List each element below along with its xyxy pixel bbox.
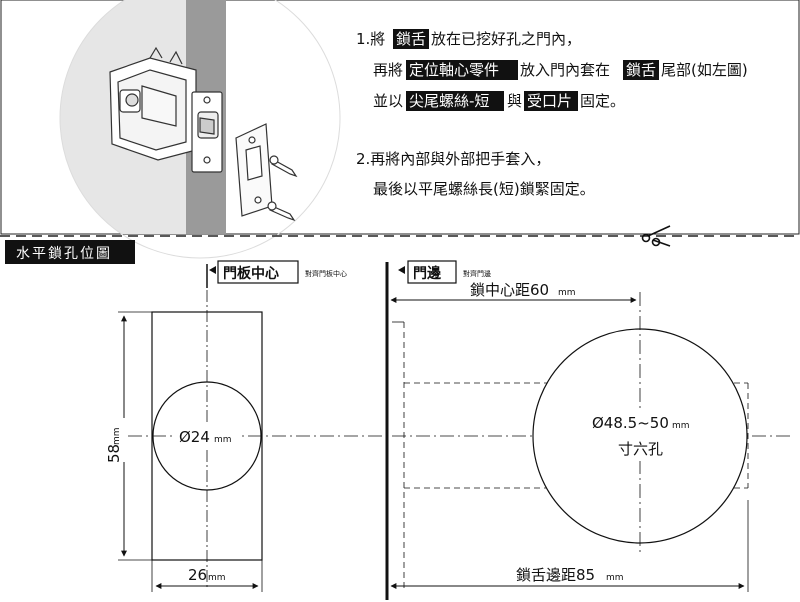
small-bore-label: Ø24 mm bbox=[176, 425, 240, 447]
width-value: 26 bbox=[188, 566, 207, 584]
legend-door-edge: 門邊 對齊門邊 bbox=[398, 260, 491, 284]
step1-line3-c: 與 bbox=[507, 92, 522, 110]
strike-plate-icon bbox=[235, 123, 273, 217]
step1-line2-e: 尾部(如左圖) bbox=[661, 61, 748, 79]
large-bore-value: Ø48.5~50 bbox=[592, 414, 669, 432]
instruction-panel-border bbox=[0, 0, 800, 235]
highlight-latch-2 bbox=[623, 60, 659, 80]
height-dimension: 58 mm bbox=[104, 311, 152, 561]
legend-door-edge-note: 對齊門邊 bbox=[463, 269, 491, 278]
latch-body-icon bbox=[109, 46, 197, 161]
step1-line3-a: 並以 bbox=[373, 92, 403, 110]
backset-85-unit: mm bbox=[606, 573, 624, 583]
large-bore-label: Ø48.5~50 mm 寸六孔 bbox=[588, 411, 696, 461]
screw-icon-2 bbox=[267, 201, 296, 222]
step2-line1: 2.再將內部與外部把手套入， bbox=[356, 150, 550, 168]
step1-line3-e: 固定。 bbox=[580, 92, 625, 110]
highlight-spindle-part bbox=[406, 60, 518, 80]
large-bore-unit: mm bbox=[672, 421, 690, 431]
legend-door-center-note: 對齊門板中心 bbox=[305, 269, 347, 278]
backset-60-dimension: 鎖中心距60 mm bbox=[390, 281, 637, 303]
step1-line3-b: 尖尾螺絲-短 bbox=[409, 92, 489, 110]
step2-line2: 最後以平尾螺絲長(短)鎖緊固定。 bbox=[373, 180, 595, 198]
step1-line3-d: 受口片 bbox=[527, 92, 572, 110]
height-unit: mm bbox=[112, 427, 122, 445]
section-label-bg bbox=[5, 240, 135, 264]
legend-door-center-title: 門板中心 bbox=[223, 265, 279, 282]
step1-line1-c: 放在已挖好孔之門內， bbox=[431, 30, 581, 48]
backset-60-value: 鎖中心距60 bbox=[470, 281, 549, 299]
section-label: 水平鎖孔位圖 bbox=[16, 246, 112, 262]
step1-line2-a: 再將 bbox=[373, 61, 403, 79]
backset-60-unit: mm bbox=[558, 288, 576, 298]
screw-icon bbox=[269, 155, 298, 178]
instructions-text: 1.將 鎖舌 放在已挖好孔之門內， 再將 定位軸心零件 放入門內套在 鎖舌 尾部… bbox=[356, 29, 748, 198]
highlight-strike-plate bbox=[524, 91, 578, 111]
step1-line1-a: 1.將 bbox=[356, 30, 385, 48]
latch-faceplate-icon bbox=[191, 91, 223, 173]
step1-line2-c: 放入門內套在 bbox=[520, 61, 610, 79]
width-dimension: 26 mm bbox=[151, 560, 263, 592]
large-bore-note: 寸六孔 bbox=[618, 440, 663, 458]
highlight-short-screw bbox=[406, 91, 504, 111]
scissors-icon bbox=[641, 225, 671, 247]
legend-door-center: 門板中心 對齊門板中心 bbox=[206, 260, 347, 288]
small-bore-unit: mm bbox=[214, 435, 232, 445]
highlight-latch bbox=[393, 29, 429, 49]
latch-illustration bbox=[59, 0, 341, 259]
height-value: 58 bbox=[105, 444, 123, 463]
step1-line2-d: 鎖舌 bbox=[626, 61, 656, 79]
small-bore-value: Ø24 bbox=[179, 428, 210, 446]
step1-line1-b: 鎖舌 bbox=[396, 30, 426, 48]
backset-85-dimension: 鎖舌邊距85 mm bbox=[390, 566, 745, 589]
backset-85-value: 鎖舌邊距85 bbox=[516, 566, 595, 584]
legend-door-edge-title: 門邊 bbox=[413, 265, 442, 282]
width-unit: mm bbox=[208, 573, 226, 583]
step1-line2-b: 定位軸心零件 bbox=[409, 61, 499, 79]
